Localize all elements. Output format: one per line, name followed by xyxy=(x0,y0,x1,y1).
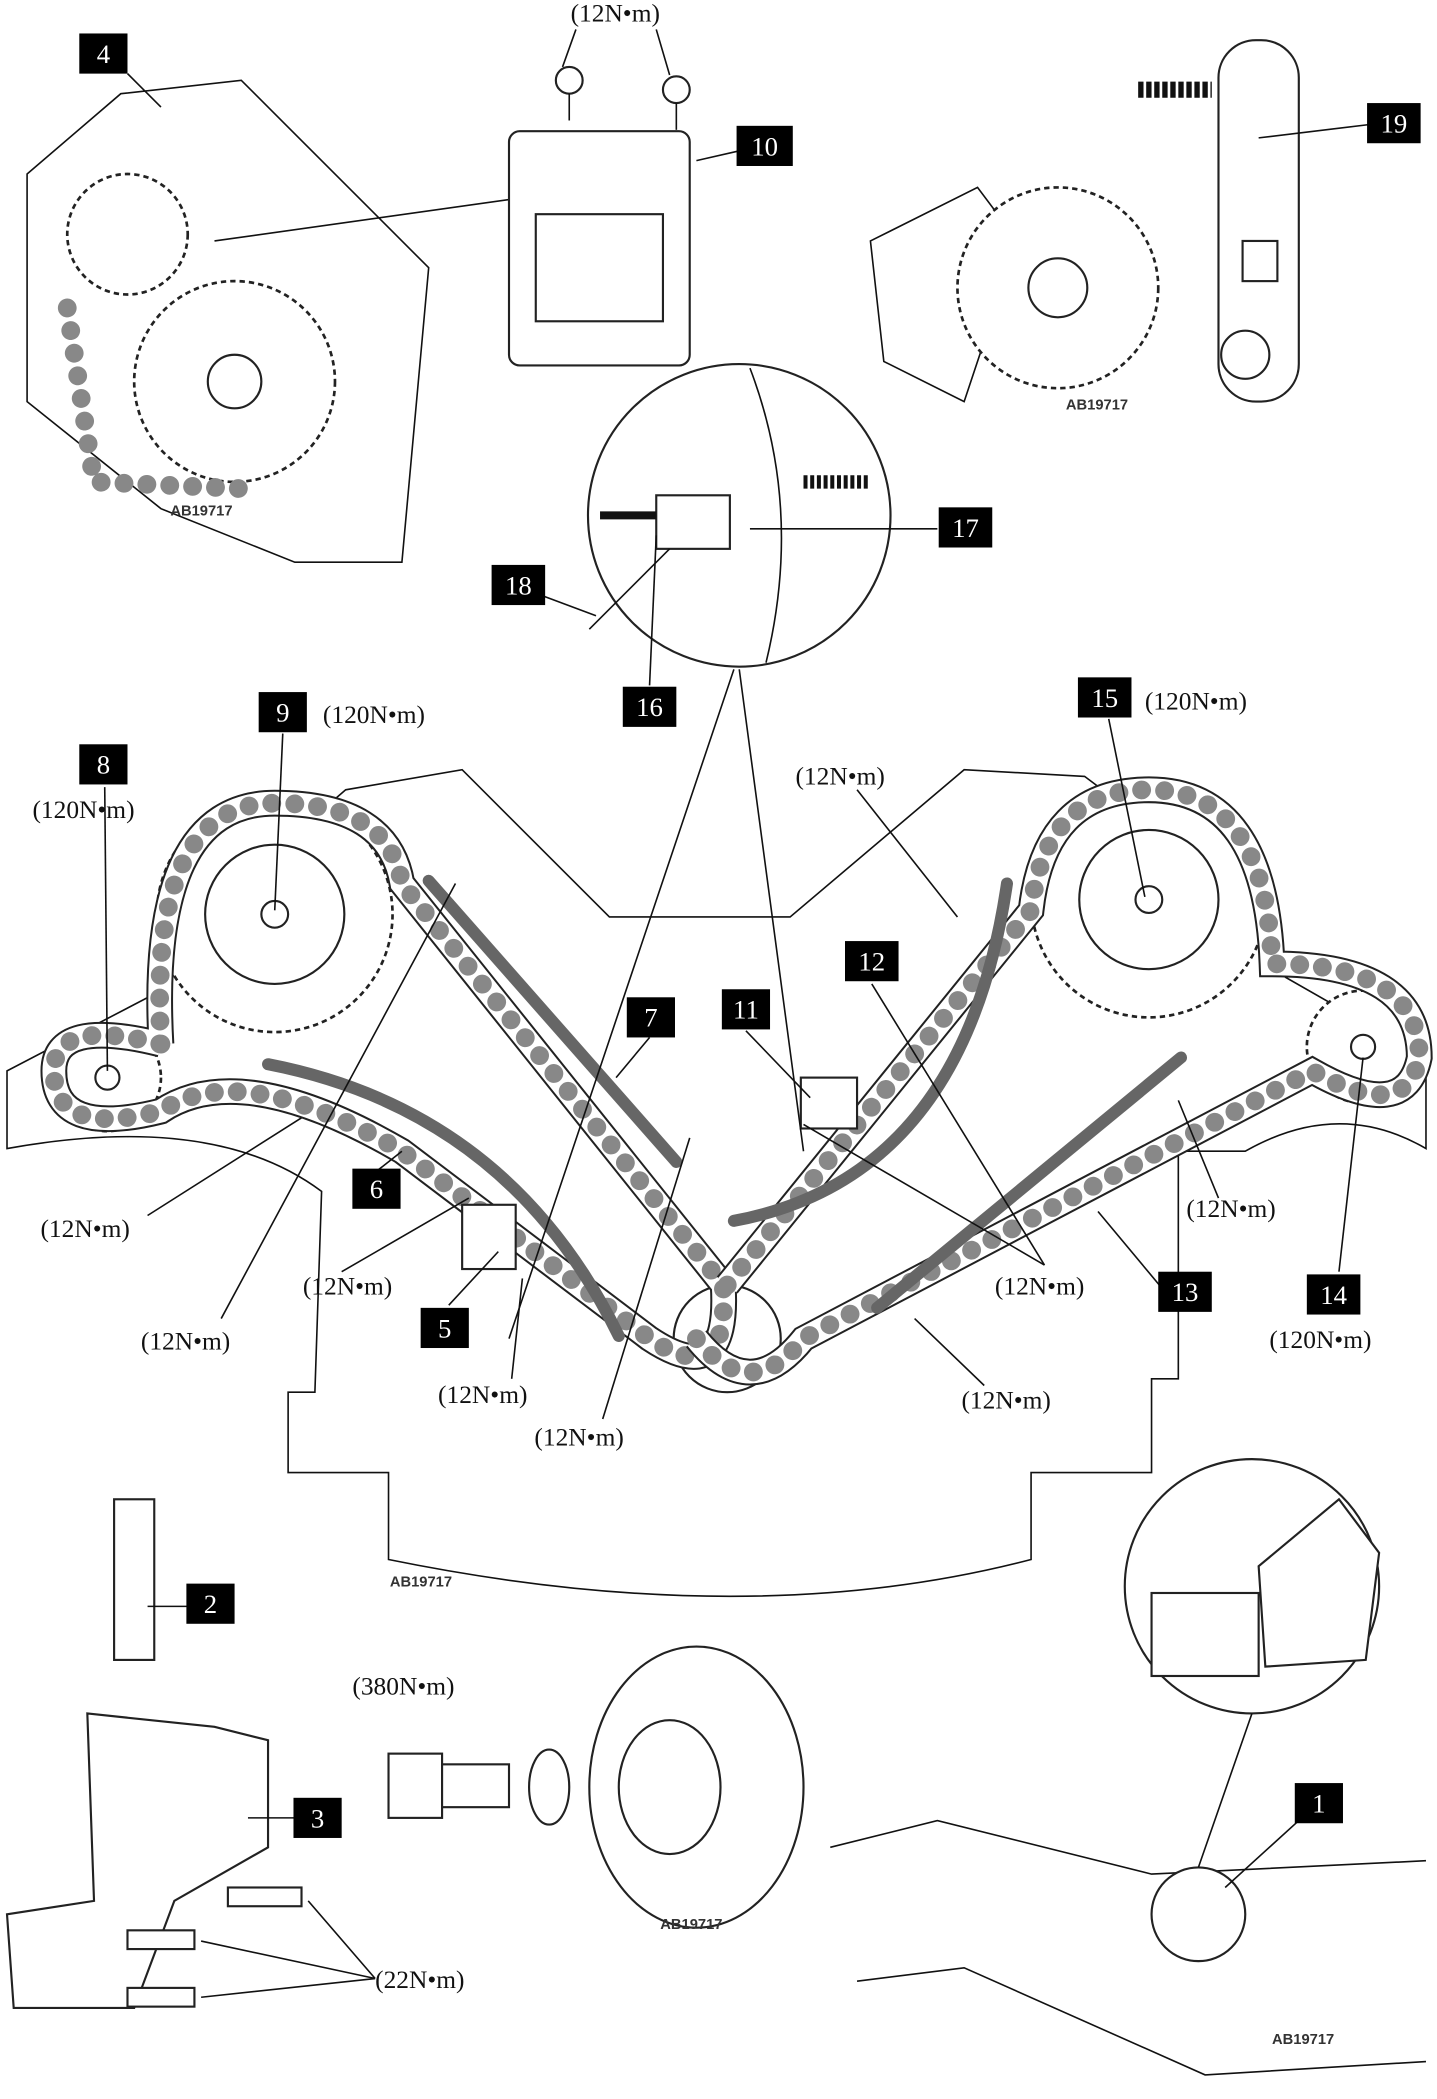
torque-label: (22N•m) xyxy=(375,1965,464,1994)
svg-text:AB19717: AB19717 xyxy=(1066,398,1128,414)
callout-3: 3 xyxy=(293,1797,342,1838)
torque-label: (12N•m) xyxy=(141,1326,230,1355)
torque-label: (120N•m) xyxy=(1145,686,1247,715)
svg-text:17: 17 xyxy=(952,513,979,543)
callout-9: 9 xyxy=(258,692,307,733)
figure-codes: AB19717 AB19717 AB19717 AB19717 AB19717 xyxy=(170,398,1334,2048)
crankshaft-pulley xyxy=(387,1645,805,1929)
svg-text:6: 6 xyxy=(370,1174,383,1204)
tensioner-arm-left-6 xyxy=(262,1058,625,1342)
callout-6: 6 xyxy=(352,1168,401,1209)
callout-15: 15 xyxy=(1077,677,1132,718)
camshaft-view-topright xyxy=(869,39,1300,403)
svg-text:19: 19 xyxy=(1380,109,1407,139)
svg-text:10: 10 xyxy=(751,131,778,161)
torque-label: (12N•m) xyxy=(571,0,660,27)
callout-1: 1 xyxy=(1294,1783,1343,1824)
crank-position-view xyxy=(830,1458,1427,2076)
svg-text:16: 16 xyxy=(636,692,663,722)
svg-text:8: 8 xyxy=(97,750,110,780)
leader-lines xyxy=(103,29,1370,1999)
timing-chain xyxy=(40,776,1433,1386)
torque-label: (12N•m) xyxy=(303,1271,392,1300)
svg-text:9: 9 xyxy=(276,698,289,728)
torque-label: (12N•m) xyxy=(995,1271,1084,1300)
tensioner-right-11 xyxy=(799,1076,859,1130)
callout-11: 11 xyxy=(721,989,771,1030)
callout-7: 7 xyxy=(626,997,675,1038)
callout-18: 18 xyxy=(491,564,546,606)
camshaft-sprocket-left xyxy=(155,795,394,1034)
chain-guide-right-13 xyxy=(871,1051,1188,1314)
camshaft-view-topleft xyxy=(26,79,597,564)
callout-12: 12 xyxy=(845,941,899,982)
torque-labels: (12N•m) (120N•m) (120N•m) (120N•m) (120N… xyxy=(32,0,1371,1994)
svg-text:AB19717: AB19717 xyxy=(1272,2032,1334,2048)
leader-inset xyxy=(508,669,805,1339)
svg-text:3: 3 xyxy=(311,1803,324,1833)
torque-label: (12N•m) xyxy=(40,1214,129,1243)
svg-text:4: 4 xyxy=(97,39,110,69)
torque-label: (120N•m) xyxy=(1269,1325,1371,1354)
torque-label: (120N•m) xyxy=(32,795,134,824)
svg-text:1: 1 xyxy=(1312,1789,1325,1819)
svg-text:AB19717: AB19717 xyxy=(660,1917,722,1933)
callout-2: 2 xyxy=(186,1583,235,1624)
torque-label: (12N•m) xyxy=(534,1423,623,1452)
callout-5: 5 xyxy=(420,1307,469,1349)
tensioner-bracket-view xyxy=(5,1498,303,2010)
svg-text:5: 5 xyxy=(438,1313,451,1343)
callout-8: 8 xyxy=(79,744,128,785)
torque-label: (12N•m) xyxy=(961,1385,1050,1414)
svg-text:15: 15 xyxy=(1091,683,1118,713)
torque-label: (380N•m) xyxy=(352,1672,454,1701)
torque-label: (12N•m) xyxy=(795,761,884,790)
svg-text:11: 11 xyxy=(733,995,759,1025)
chain-guide-left-7 xyxy=(422,874,683,1168)
svg-text:7: 7 xyxy=(644,1003,657,1033)
tensioner-left-5 xyxy=(461,1203,517,1271)
svg-text:AB19717: AB19717 xyxy=(390,1574,452,1590)
callouts: 1 2 3 4 5 6 7 8 9 10 11 12 13 14 15 16 1… xyxy=(79,33,1421,1838)
svg-text:13: 13 xyxy=(1172,1277,1199,1307)
callout-4: 4 xyxy=(79,33,128,74)
tensioner-arm-right-12 xyxy=(727,877,1014,1227)
svg-text:12: 12 xyxy=(858,947,885,977)
torque-label: (12N•m) xyxy=(438,1380,527,1409)
callout-10: 10 xyxy=(736,125,793,166)
svg-text:14: 14 xyxy=(1320,1280,1347,1310)
torque-label: (120N•m) xyxy=(323,700,425,729)
callout-13: 13 xyxy=(1158,1271,1212,1312)
callout-16: 16 xyxy=(622,686,677,727)
camshaft-sprocket-right xyxy=(1029,780,1269,1019)
torque-label: (12N•m) xyxy=(1186,1194,1275,1223)
svg-text:AB19717: AB19717 xyxy=(170,503,232,519)
tensioner-detail-inset xyxy=(586,363,892,668)
callout-17: 17 xyxy=(938,507,993,548)
callout-14: 14 xyxy=(1306,1274,1361,1315)
callout-19: 19 xyxy=(1367,103,1421,144)
svg-text:2: 2 xyxy=(204,1589,217,1619)
svg-text:18: 18 xyxy=(505,570,532,600)
front-cover-outline xyxy=(6,768,1427,1598)
camshaft-locking-tool-10 xyxy=(507,65,691,367)
